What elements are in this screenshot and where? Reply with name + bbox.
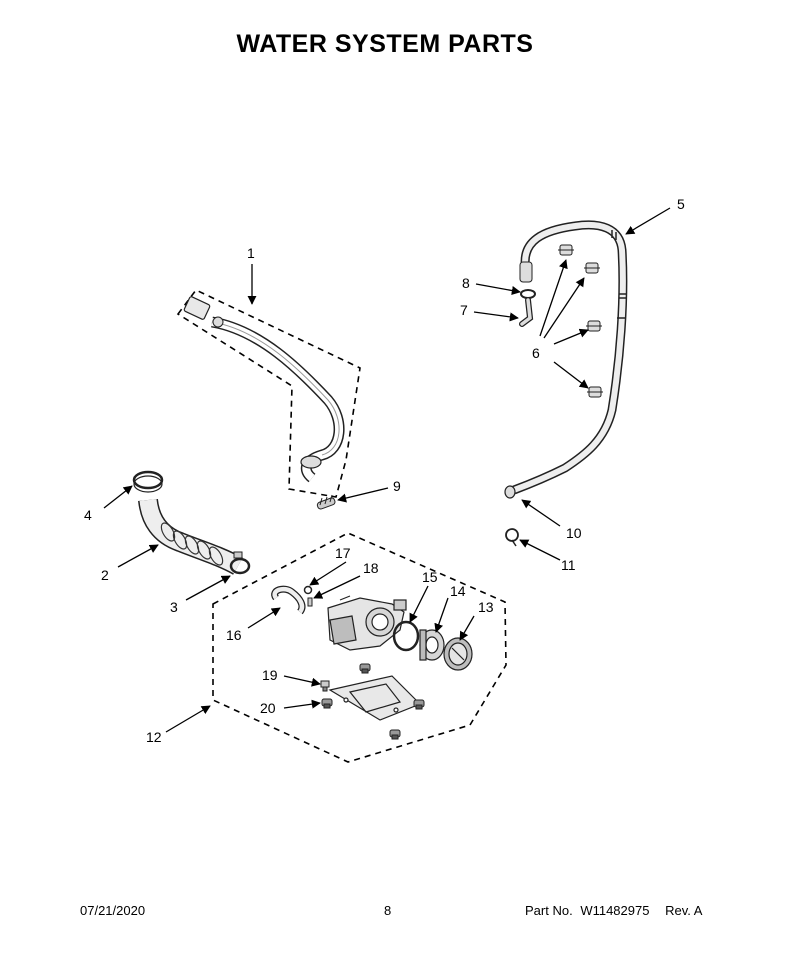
part-6-hose-clips: [558, 244, 603, 398]
revision: Rev. A: [665, 903, 703, 918]
callout-11: 11: [561, 557, 576, 573]
part-19-screw: [320, 680, 330, 692]
part-13-filter-cap: [443, 637, 473, 671]
callout-9: 9: [393, 478, 401, 494]
callout-4: 4: [84, 507, 92, 523]
callout-3: 3: [170, 599, 178, 615]
part-12-pump-assembly-group: [212, 532, 507, 763]
part-1-dashed-boundary: [176, 288, 361, 498]
callout-7: 7: [460, 302, 468, 318]
pump-mounting-bracket: [328, 675, 422, 721]
part-8-clamp: [520, 289, 536, 299]
part-11-clamp: [505, 528, 519, 547]
callout-10: 10: [566, 525, 582, 541]
callout-18: 18: [363, 560, 379, 576]
callout-17: 17: [335, 545, 351, 561]
callout-2: 2: [101, 567, 109, 583]
callout-1: 1: [247, 245, 255, 261]
part-17-clamp: [303, 585, 313, 595]
part-18-clamp: [307, 597, 313, 607]
callout-labels: 1 2 3 4 5 6 7 8 9 10 11 12 13 14 15 16 1…: [84, 196, 685, 745]
callout-6: 6: [532, 345, 540, 361]
callout-14: 14: [450, 583, 466, 599]
footer-page-number: 8: [384, 903, 392, 918]
footer-date: 07/21/2020: [80, 903, 146, 918]
hose-connector: [183, 296, 211, 320]
part-number: W11482975: [580, 903, 650, 918]
callout-13: 13: [478, 599, 494, 615]
part-12-dashed-boundary: [212, 532, 507, 763]
callout-20: 20: [260, 700, 276, 716]
callout-19: 19: [262, 667, 278, 683]
callout-5: 5: [677, 196, 685, 212]
callout-16: 16: [226, 627, 242, 643]
leader-lines: [103, 207, 671, 733]
callout-8: 8: [462, 275, 470, 291]
hose-end-cuff: [300, 455, 322, 469]
callout-12: 12: [146, 729, 162, 745]
part-5-fill-hose: [504, 220, 628, 499]
part-number-label: Part No.: [525, 903, 573, 918]
part-1-drain-hose-group: [176, 288, 361, 498]
part-15-o-ring: [392, 620, 420, 652]
part-7-elbow: [519, 297, 534, 327]
part-9-spring: [316, 494, 336, 510]
page-title: WATER SYSTEM PARTS: [236, 30, 534, 58]
part-20-grommets: [321, 663, 425, 740]
footer-part-info: Part No. W11482975 Rev. A: [525, 903, 706, 918]
part-14-filter: [419, 629, 445, 661]
drain-pump: [327, 595, 407, 651]
part-4-hose-clamp: [132, 470, 164, 493]
part-3-hose-clamp: [229, 551, 251, 575]
part-2-sump-hose: [138, 498, 243, 575]
hose-coupling: [212, 316, 224, 328]
callout-15: 15: [422, 569, 438, 585]
